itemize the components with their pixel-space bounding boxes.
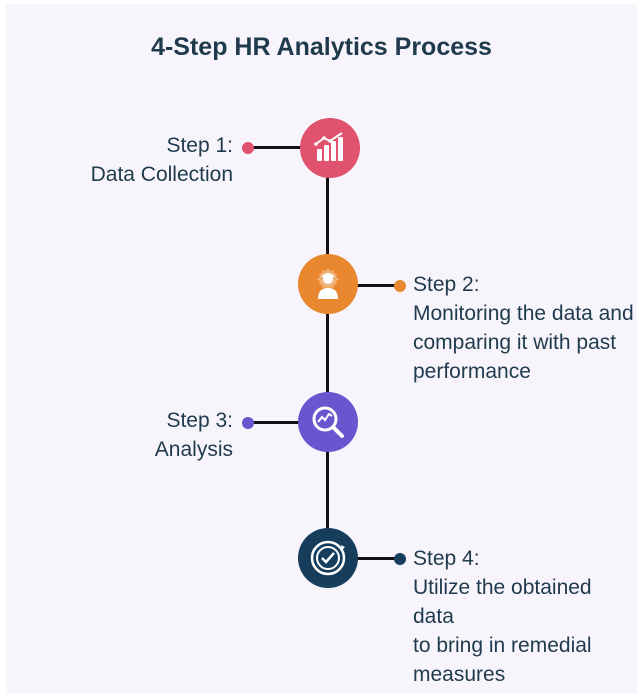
step-2-heading: Step 2: (413, 273, 480, 296)
step-3-text-line: Analysis (154, 438, 233, 461)
step-2-label: Step 2: Monitoring the data and comparin… (413, 270, 638, 386)
step-1-heading: Step 1: (166, 134, 233, 157)
step-3-dot (242, 417, 254, 429)
target-check-icon (310, 540, 346, 576)
step-2-text-line-3: performance (413, 360, 531, 383)
step-4-connector (355, 557, 401, 560)
step-2-circle (298, 254, 358, 314)
step-3-connector (247, 421, 307, 424)
step-4-dot (394, 553, 406, 565)
step-2-text-line-2: comparing it with past (413, 331, 617, 354)
magnifier-trend-icon (312, 406, 344, 438)
bar-chart-growth-icon (314, 132, 343, 161)
step-3-label: Step 3: Analysis (33, 406, 233, 464)
step-1-circle (300, 118, 360, 178)
step-4-text-line-2: to bring in remedial (413, 634, 592, 657)
step-3-circle (298, 392, 358, 452)
page-title: 4-Step HR Analytics Process (151, 33, 492, 61)
step-2-connector (355, 284, 401, 287)
step-2-dot (394, 280, 406, 292)
step-4-text-line-3: measures (413, 663, 506, 686)
step-1-label: Step 1: Data Collection (33, 131, 233, 189)
step-1-dot (242, 142, 254, 154)
step-4-heading: Step 4: (413, 547, 480, 570)
timeline-connector (326, 148, 329, 558)
step-3-heading: Step 3: (166, 409, 233, 432)
step-4-text-line-1: Utilize the obtained data (413, 576, 592, 628)
step-1-text-line: Data Collection (90, 163, 233, 186)
step-4-circle (298, 528, 358, 588)
step-4-label: Step 4: Utilize the obtained data to bri… (413, 544, 638, 689)
step-2-text-line-1: Monitoring the data and (413, 302, 634, 325)
worker-gear-icon (317, 268, 339, 299)
step-1-connector (247, 146, 307, 149)
